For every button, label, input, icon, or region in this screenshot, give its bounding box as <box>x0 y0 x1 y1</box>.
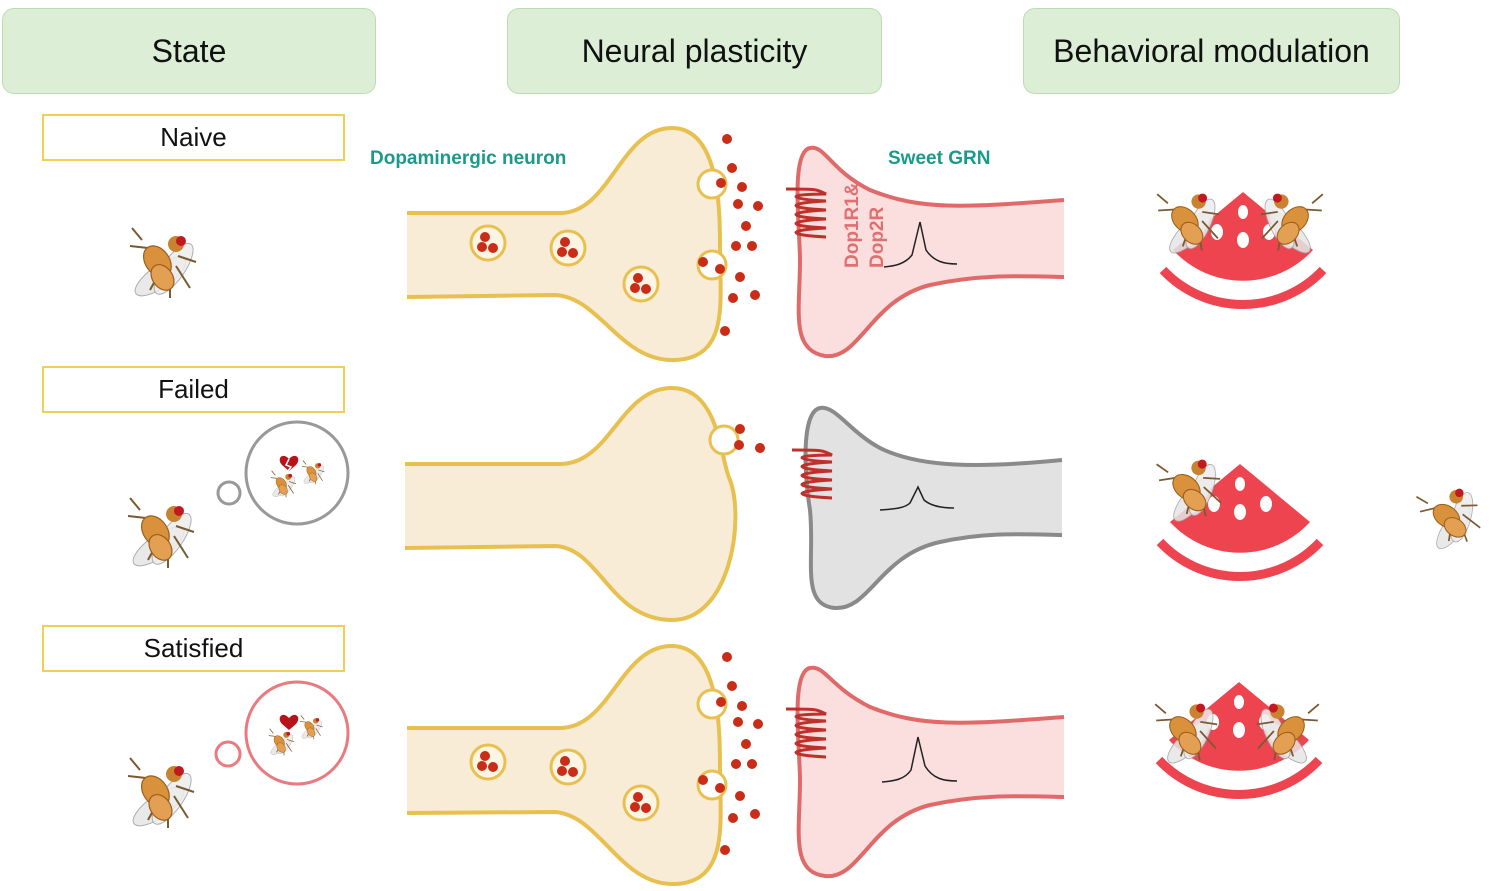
thought-flies-satisfied-icon <box>268 714 325 758</box>
watermelon-satisfied-icon <box>1152 682 1321 795</box>
fly-failed-icon <box>126 497 199 574</box>
dopamine-release-failed <box>734 424 765 453</box>
receptor-label-1: Dop1R1& <box>842 182 863 268</box>
row-satisfied <box>406 643 1065 887</box>
spike-trace-satisfied <box>881 736 958 783</box>
fly-satisfied-icon <box>126 757 199 834</box>
receptor-label-2: Dop2R <box>867 207 888 269</box>
thought-dot-failed <box>216 480 242 506</box>
fly-naive-icon <box>128 227 201 304</box>
state-satisfied-label: Satisfied <box>42 625 345 672</box>
header-state: State <box>2 8 376 94</box>
svg-text:Dop2R: Dop2R <box>867 207 888 269</box>
thought-bubble-satisfied <box>244 680 350 786</box>
sweet-grn-label: Sweet GRN <box>888 148 990 169</box>
broken-heart-icon <box>279 455 299 471</box>
thought-dot-satisfied <box>214 740 242 768</box>
row-failed <box>404 385 1063 623</box>
header-behavioral-modulation: Behavioral modulation <box>1023 8 1400 94</box>
thought-bubble-failed <box>244 420 350 526</box>
watermelon-failed-icon <box>1153 447 1494 576</box>
spike-trace-failed <box>879 485 955 511</box>
watermelon-naive-icon <box>1154 182 1325 305</box>
sweet-grn-naive <box>795 145 1065 359</box>
header-neural-plasticity: Neural plasticity <box>507 8 882 94</box>
dopamine-release-naive <box>698 134 763 336</box>
row-naive: Dop1R1& Dop2R Dopaminergic neuron Sweet … <box>370 125 1065 363</box>
sweet-grn-failed <box>803 405 1063 611</box>
thought-flies-failed-icon <box>270 455 327 500</box>
spike-trace-naive <box>883 221 958 268</box>
dopamine-release-satisfied <box>698 652 763 855</box>
state-naive-label: Naive <box>42 114 345 161</box>
svg-text:Dop1R1&: Dop1R1& <box>842 182 863 268</box>
dopaminergic-neuron-failed <box>404 385 738 623</box>
sweet-grn-satisfied <box>795 665 1065 879</box>
heart-icon <box>279 714 299 730</box>
state-failed-label: Failed <box>42 366 345 413</box>
dopaminergic-neuron-label: Dopaminergic neuron <box>370 148 566 169</box>
